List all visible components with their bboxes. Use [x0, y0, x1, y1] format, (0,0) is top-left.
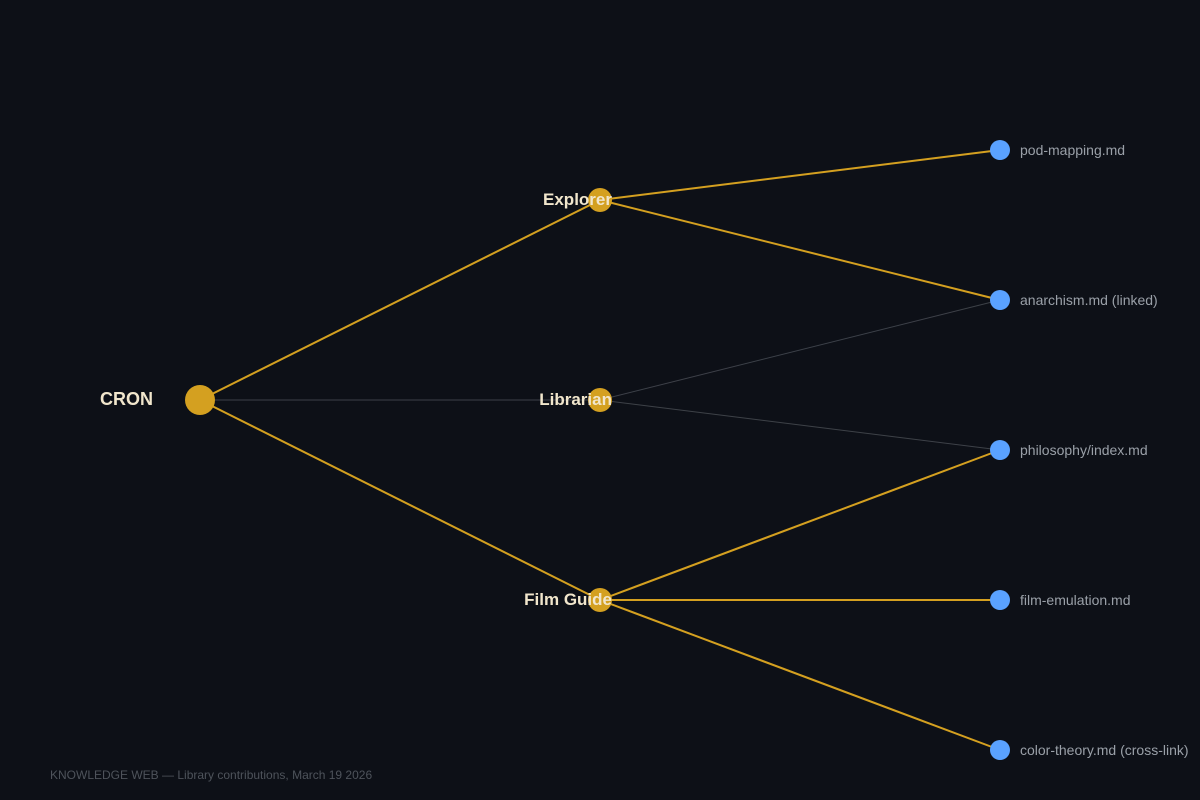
agent-node-film-guide[interactable]: [588, 588, 612, 612]
edge-film-guide-to-philosophy-index: [599, 449, 1001, 601]
agent-label-film-guide: Film Guide: [524, 590, 612, 609]
edge-cron-to-explorer: [199, 199, 601, 401]
file-node-film-emulation[interactable]: [990, 590, 1010, 610]
edge-cron-to-film-guide: [199, 399, 601, 601]
file-label-anarchism: anarchism.md (linked): [1020, 292, 1158, 308]
edge-librarian-to-anarchism: [599, 299, 1001, 401]
edge-explorer-to-anarchism: [599, 199, 1001, 301]
root-label-cron: CRON: [100, 389, 153, 409]
edge-librarian-to-philosophy-index: [599, 399, 1001, 451]
file-label-film-emulation: film-emulation.md: [1020, 592, 1130, 608]
edge-film-guide-to-color-theory: [599, 599, 1001, 751]
file-node-pod-mapping[interactable]: [990, 140, 1010, 160]
file-label-pod-mapping: pod-mapping.md: [1020, 142, 1125, 158]
file-node-anarchism[interactable]: [990, 290, 1010, 310]
agent-node-explorer[interactable]: [588, 188, 612, 212]
file-node-philosophy-index[interactable]: [990, 440, 1010, 460]
agent-label-librarian: Librarian: [539, 390, 612, 409]
nodes-layer: [185, 140, 1010, 760]
agent-node-librarian[interactable]: [588, 388, 612, 412]
root-node-cron[interactable]: [185, 385, 215, 415]
footer-caption: KNOWLEDGE WEB — Library contributions, M…: [50, 768, 373, 782]
agent-label-explorer: Explorer: [543, 190, 612, 209]
file-node-color-theory[interactable]: [990, 740, 1010, 760]
edges-layer: [199, 149, 1001, 751]
file-label-philosophy-index: philosophy/index.md: [1020, 442, 1148, 458]
edge-explorer-to-pod-mapping: [599, 149, 1001, 201]
file-label-color-theory: color-theory.md (cross-link): [1020, 742, 1189, 758]
